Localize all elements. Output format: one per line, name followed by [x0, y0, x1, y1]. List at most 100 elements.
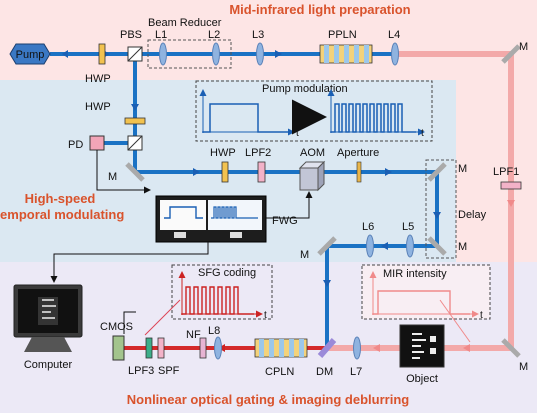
sfg-coding-title: SFG coding	[198, 267, 256, 279]
lpf3-label: LPF3	[128, 365, 154, 377]
middle-section-title-line2: temporal modulating	[0, 207, 124, 222]
lens-l5-icon	[406, 234, 414, 258]
l8-label: L8	[208, 325, 220, 337]
beam-arrow	[463, 344, 470, 352]
hwp-label: HWP	[85, 73, 111, 85]
mirror-label-delay-top: M	[458, 163, 467, 175]
object-sample-icon	[399, 324, 445, 368]
beam-arrow	[433, 212, 441, 219]
mir-intensity-title: MIR intensity	[383, 268, 447, 280]
hwp-label: HWP	[210, 147, 236, 159]
aom-label: AOM	[300, 147, 325, 159]
beam-arrow	[507, 200, 515, 207]
dichroic-mirror-icon	[317, 338, 337, 358]
beam-arrow	[323, 280, 331, 287]
l1-label: L1	[155, 29, 167, 41]
l2-label: L2	[208, 29, 220, 41]
beam-reducer-box	[147, 39, 232, 69]
axis-t-label: t	[480, 310, 483, 321]
l4-label: L4	[388, 29, 400, 41]
cpln-crystal-icon	[254, 338, 308, 358]
lens-l4-icon	[391, 42, 399, 66]
pump-modulation-title: Pump modulation	[262, 83, 348, 95]
hwp-label: HWP	[85, 101, 111, 113]
mirror-icon	[501, 338, 521, 358]
top-section-title: Mid-infrared light preparation	[229, 2, 410, 17]
beam-arrow	[131, 104, 139, 111]
beam-arrow	[373, 344, 380, 352]
photodiode-icon	[89, 135, 105, 151]
beam-arrow	[385, 168, 392, 176]
lens-l3-icon	[256, 42, 264, 66]
top-section-bg	[0, 0, 537, 80]
lpf2-filter-icon	[257, 161, 266, 183]
pbs-diagonal	[127, 135, 143, 151]
aperture-icon	[356, 161, 362, 183]
lpf1-label: LPF1	[493, 166, 519, 178]
pump-laser-icon	[9, 43, 51, 65]
lens-l1-icon	[159, 42, 167, 66]
beam-arrow	[62, 50, 68, 58]
sfg-coding-inset: SFG coding t	[171, 264, 273, 321]
pump-modulation-inset: Pump modulation t t	[195, 80, 433, 142]
delay-label: Delay	[458, 209, 487, 221]
hwp-waveplate-icon	[98, 43, 106, 65]
mirror-icon	[125, 162, 145, 182]
aom-cube-icon	[298, 160, 326, 192]
nf-filter-icon	[199, 337, 207, 359]
bottom-section-title: Nonlinear optical gating & imaging deblu…	[127, 392, 409, 407]
mirror-label-top-right: M	[519, 41, 528, 53]
axis-t-label: t	[264, 310, 267, 321]
mirror-label-pump-bottom: M	[300, 249, 309, 261]
mirror-label-delay-bottom: M	[458, 241, 467, 253]
beam-arrow	[381, 242, 388, 250]
middle-section-title-line1: High-speed	[25, 191, 96, 206]
cpln-label: CPLN	[265, 366, 294, 378]
mir-intensity-inset: MIR intensity t	[361, 264, 491, 321]
spf-label: SPF	[158, 365, 180, 377]
dm-label: DM	[316, 366, 333, 378]
fwg-to-computer-wire	[50, 242, 209, 283]
mirror-icon	[317, 236, 337, 256]
ppln-label: PPLN	[328, 29, 357, 41]
object-label: Object	[406, 373, 438, 385]
beam-arrow	[193, 168, 200, 176]
top-section-bg-right	[456, 80, 537, 262]
l7-label: L7	[350, 366, 362, 378]
fwg-label: FWG	[272, 215, 298, 227]
beam-arrow	[275, 50, 282, 58]
l5-label: L5	[402, 221, 414, 233]
computer-monitor-icon	[13, 284, 83, 352]
ppln-crystal-icon	[319, 44, 373, 64]
lpf2-label: LPF2	[245, 147, 271, 159]
aperture-label: Aperture	[337, 147, 379, 159]
lens-l8-icon	[214, 336, 222, 360]
mirror-label-bottom-right: M	[519, 361, 528, 373]
mir-callout-line	[439, 299, 471, 343]
delay-box	[425, 159, 457, 259]
axis-t-label: t	[421, 128, 424, 139]
pump-label: Pump	[16, 49, 45, 61]
spf-filter-icon	[157, 337, 165, 359]
lens-l6-icon	[366, 234, 374, 258]
nf-label: NF	[186, 329, 201, 341]
l6-label: L6	[362, 221, 374, 233]
mirror-icon	[501, 44, 521, 64]
axis-t-label: t	[296, 128, 299, 139]
cmos-camera-icon	[112, 335, 125, 361]
lens-l2-icon	[212, 42, 220, 66]
hwp-waveplate-icon	[221, 161, 229, 183]
mirror-label-mid-left: M	[108, 171, 117, 183]
pd-label: PD	[68, 139, 83, 151]
cmos-to-computer-wire	[123, 311, 136, 334]
fwg-to-aom-wire	[266, 191, 313, 219]
cmos-label: CMOS	[100, 321, 133, 333]
beam-reducer-label: Beam Reducer	[148, 17, 222, 29]
lpf1-filter-icon	[500, 181, 522, 190]
pbs-diagonal	[127, 46, 143, 62]
lpf3-filter-icon	[145, 337, 153, 359]
pd-to-fwg-wire	[96, 150, 151, 194]
l3-label: L3	[252, 29, 264, 41]
